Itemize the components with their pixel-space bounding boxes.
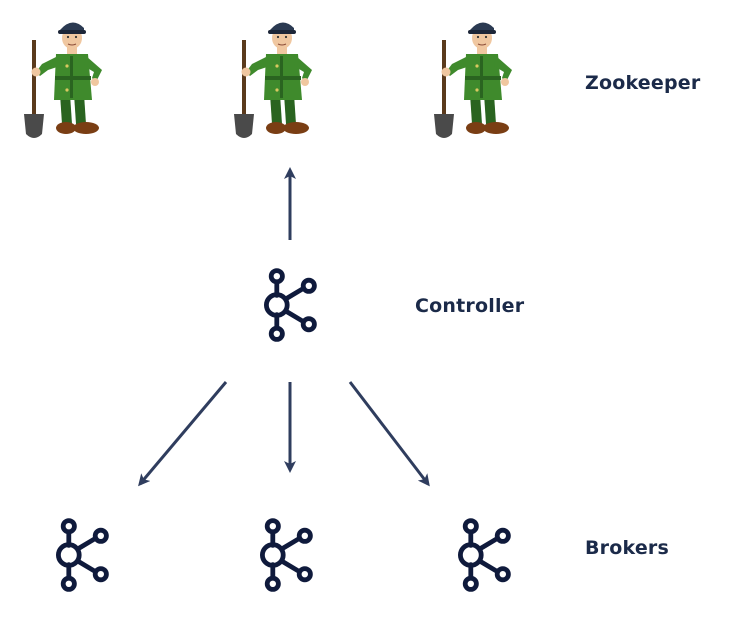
controller-node-icon [266, 271, 314, 340]
controller-to-broker-3-arrow-icon [348, 381, 430, 487]
zookeeper-label: Zookeeper [585, 72, 701, 94]
zookeeper-figure-icon [233, 21, 313, 139]
broker-node-icon [58, 521, 106, 590]
brokers-label: Brokers [585, 537, 669, 559]
broker-node-icon [262, 521, 310, 590]
controller-to-broker-1-arrow-icon [138, 381, 228, 487]
zookeeper-figure-icon [433, 21, 513, 139]
zookeeper-figure-icon [23, 21, 103, 139]
controller-label: Controller [415, 295, 525, 317]
broker-node-icon [460, 521, 508, 590]
